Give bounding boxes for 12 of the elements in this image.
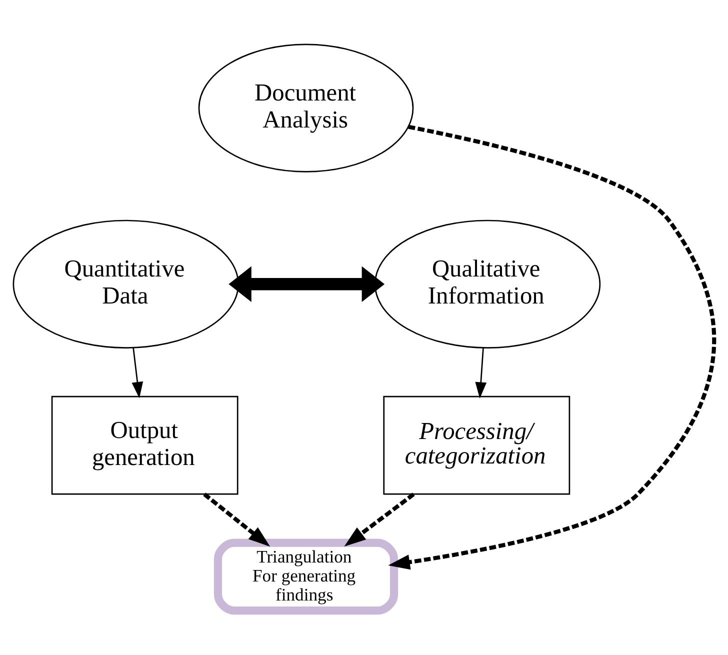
node-box: Output generation [51, 396, 238, 495]
arrow [344, 492, 415, 547]
arrow [475, 348, 487, 399]
node-ellipse: Document Analysis [198, 44, 414, 172]
node-box: Processing/ categorization [383, 396, 570, 495]
node-box: Triangulation For generating findings [214, 538, 398, 615]
arrow [388, 124, 716, 570]
node-ellipse: Quantitative Data [12, 220, 239, 348]
arrow [228, 266, 385, 302]
arrow [132, 348, 144, 398]
node-ellipse: Qualitative Information [374, 220, 601, 348]
arrow [203, 492, 270, 547]
